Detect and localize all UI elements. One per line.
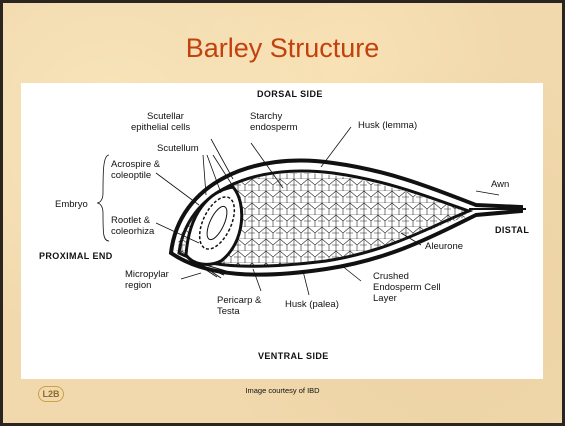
label-scutellar-1: Scutellar <box>147 111 184 122</box>
slide-title: Barley Structure <box>3 33 562 64</box>
label-pericarp-1: Pericarp & <box>217 295 262 306</box>
label-micropylar-2: region <box>125 280 151 291</box>
label-pericarp-2: Testa <box>217 306 240 317</box>
label-embryo: Embryo <box>55 199 88 210</box>
label-rootlet-2: coleorhiza <box>111 226 155 237</box>
label-aleurone: Aleurone <box>425 241 463 252</box>
barley-diagram: DORSAL SIDE VENTRAL SIDE PROXIMAL END DI… <box>21 83 543 379</box>
label-acrospire-2: coleoptile <box>111 170 151 181</box>
label-rootlet-1: Rootlet & <box>111 215 151 226</box>
proximal-end-label: PROXIMAL END <box>39 251 113 261</box>
label-acrospire-1: Acrospire & <box>111 159 161 170</box>
label-crushed-2: Endosperm Cell <box>373 282 441 293</box>
barley-diagram-svg: DORSAL SIDE VENTRAL SIDE PROXIMAL END DI… <box>21 83 543 379</box>
dorsal-side-label: DORSAL SIDE <box>257 89 323 99</box>
label-scutellar-2: epithelial cells <box>131 122 190 133</box>
distal-label: DISTAL <box>495 225 529 235</box>
label-scutellum: Scutellum <box>157 143 199 154</box>
image-credit: Image courtesy of IBD <box>3 386 562 395</box>
ventral-side-label: VENTRAL SIDE <box>258 351 329 361</box>
label-crushed-1: Crushed <box>373 271 409 282</box>
label-starchy-2: endosperm <box>250 122 298 133</box>
label-husk-lemma: Husk (lemma) <box>358 120 417 131</box>
label-crushed-3: Layer <box>373 293 397 304</box>
label-micropylar-1: Micropylar <box>125 269 169 280</box>
label-starchy-1: Starchy <box>250 111 282 122</box>
label-awn: Awn <box>491 179 509 190</box>
label-husk-palea: Husk (palea) <box>285 299 339 310</box>
